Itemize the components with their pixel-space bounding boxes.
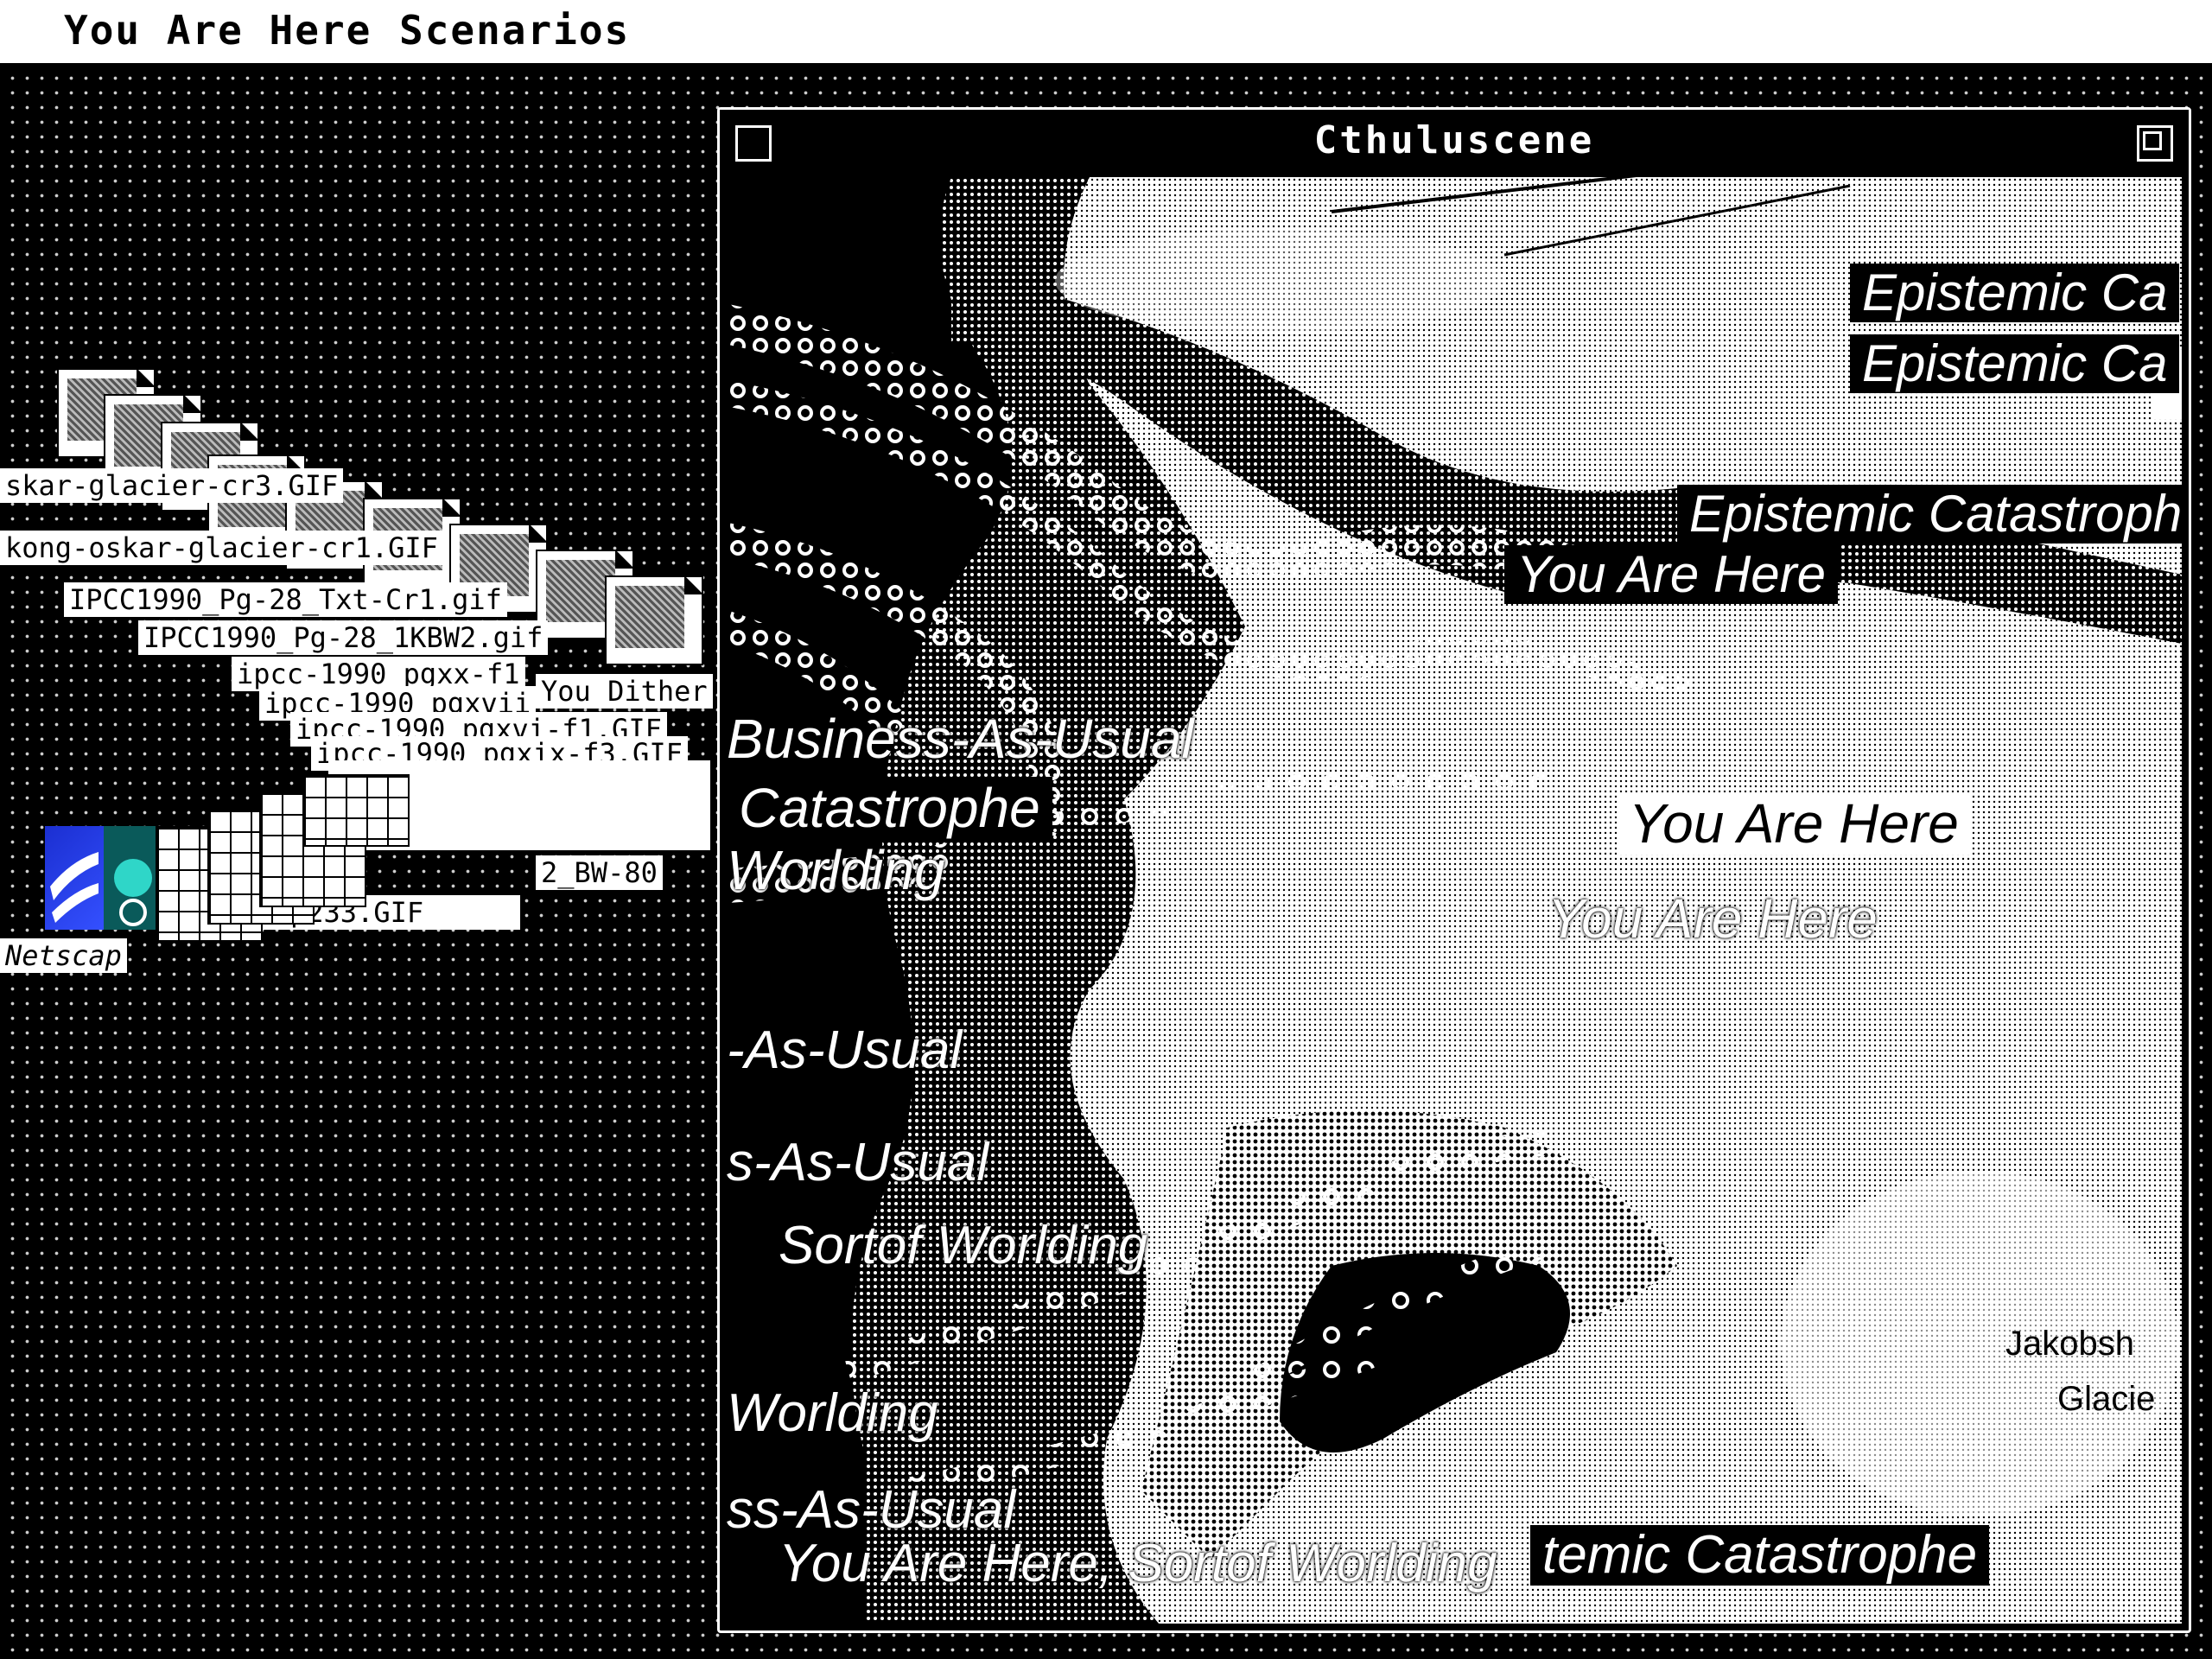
overlay-text: Worlding xyxy=(727,1383,938,1443)
desktop-icon-cluster: skar-glacier-cr3.GIF kong-oskar-glacier-… xyxy=(0,342,726,999)
close-box-icon[interactable] xyxy=(735,125,772,162)
overlay-text: You Are Here xyxy=(1548,887,1878,950)
menu-bar: You Are Here Scenarios xyxy=(0,0,2212,66)
file-label[interactable]: 2_BW-80 xyxy=(536,855,663,890)
spreadsheet-icon[interactable] xyxy=(302,774,410,847)
menu-scenarios[interactable]: Scenarios xyxy=(399,7,631,54)
file-label[interactable]: kong-oskar-glacier-cr1.GIF xyxy=(0,531,443,565)
netscape-app-icon[interactable] xyxy=(45,826,104,930)
cthuluscene-window[interactable]: Cthuluscene xyxy=(717,107,2191,1633)
netscape-logo-icon xyxy=(50,852,99,923)
compass-icon xyxy=(114,859,152,926)
desktop: skar-glacier-cr3.GIF kong-oskar-glacier-… xyxy=(0,66,2212,1659)
overlay-text: Jakobsh xyxy=(2005,1325,2134,1363)
zoom-box-icon[interactable] xyxy=(2137,125,2173,162)
overlay-text: s-As-Usual xyxy=(727,1133,989,1192)
dithered-glacier-scene xyxy=(727,177,2182,1624)
file-label[interactable]: IPCC1990_Pg-28_Txt-Cr1.gif xyxy=(64,582,507,617)
overlay-text: You Are Here, Sortof Worlding xyxy=(779,1534,1497,1593)
file-label[interactable]: skar-glacier-cr3.GIF xyxy=(0,468,344,503)
overlay-text: Catastrophe xyxy=(727,777,1052,839)
navigator-app-icon[interactable] xyxy=(104,826,162,930)
overlay-text: ss-As-Usual xyxy=(727,1480,1016,1540)
overlay-text: Business-As-Usual xyxy=(727,708,1194,770)
menu-you-are-here[interactable]: You Are Here xyxy=(64,7,372,54)
overlay-text: Epistemic Ca xyxy=(1850,334,2180,393)
file-label[interactable]: IPCC1990_Pg-28_1KBW2.gif xyxy=(138,620,549,655)
file-label[interactable]: ipcc-1990_pgxx-f1 xyxy=(232,657,525,691)
overlay-text: Worlding xyxy=(727,839,945,901)
overlay-text: You Are Here xyxy=(1504,545,1838,604)
file-label[interactable]: Netscap xyxy=(0,938,127,973)
image-file-icon[interactable] xyxy=(605,575,703,665)
scene-canvas[interactable]: Epistemic Ca Epistemic Ca Epistemic Cata… xyxy=(727,177,2182,1624)
window-title: Cthuluscene xyxy=(1313,118,1595,162)
text-overlay-layer: Epistemic Ca Epistemic Ca Epistemic Cata… xyxy=(727,177,2182,1624)
overlay-text: Epistemic Ca xyxy=(1850,264,2180,322)
overlay-text: Epistemic Catastroph xyxy=(1677,485,2182,543)
window-titlebar[interactable]: Cthuluscene xyxy=(720,110,2189,175)
overlay-text: You Are Here xyxy=(1617,792,1971,855)
overlay-text: Glacie xyxy=(2057,1380,2156,1418)
file-label[interactable]: You Dither xyxy=(536,674,713,709)
overlay-text: Sortof Worlding xyxy=(779,1216,1148,1275)
overlay-text: -As-Usual xyxy=(727,1020,963,1080)
overlay-text: temic Catastrophe xyxy=(1530,1525,1990,1586)
